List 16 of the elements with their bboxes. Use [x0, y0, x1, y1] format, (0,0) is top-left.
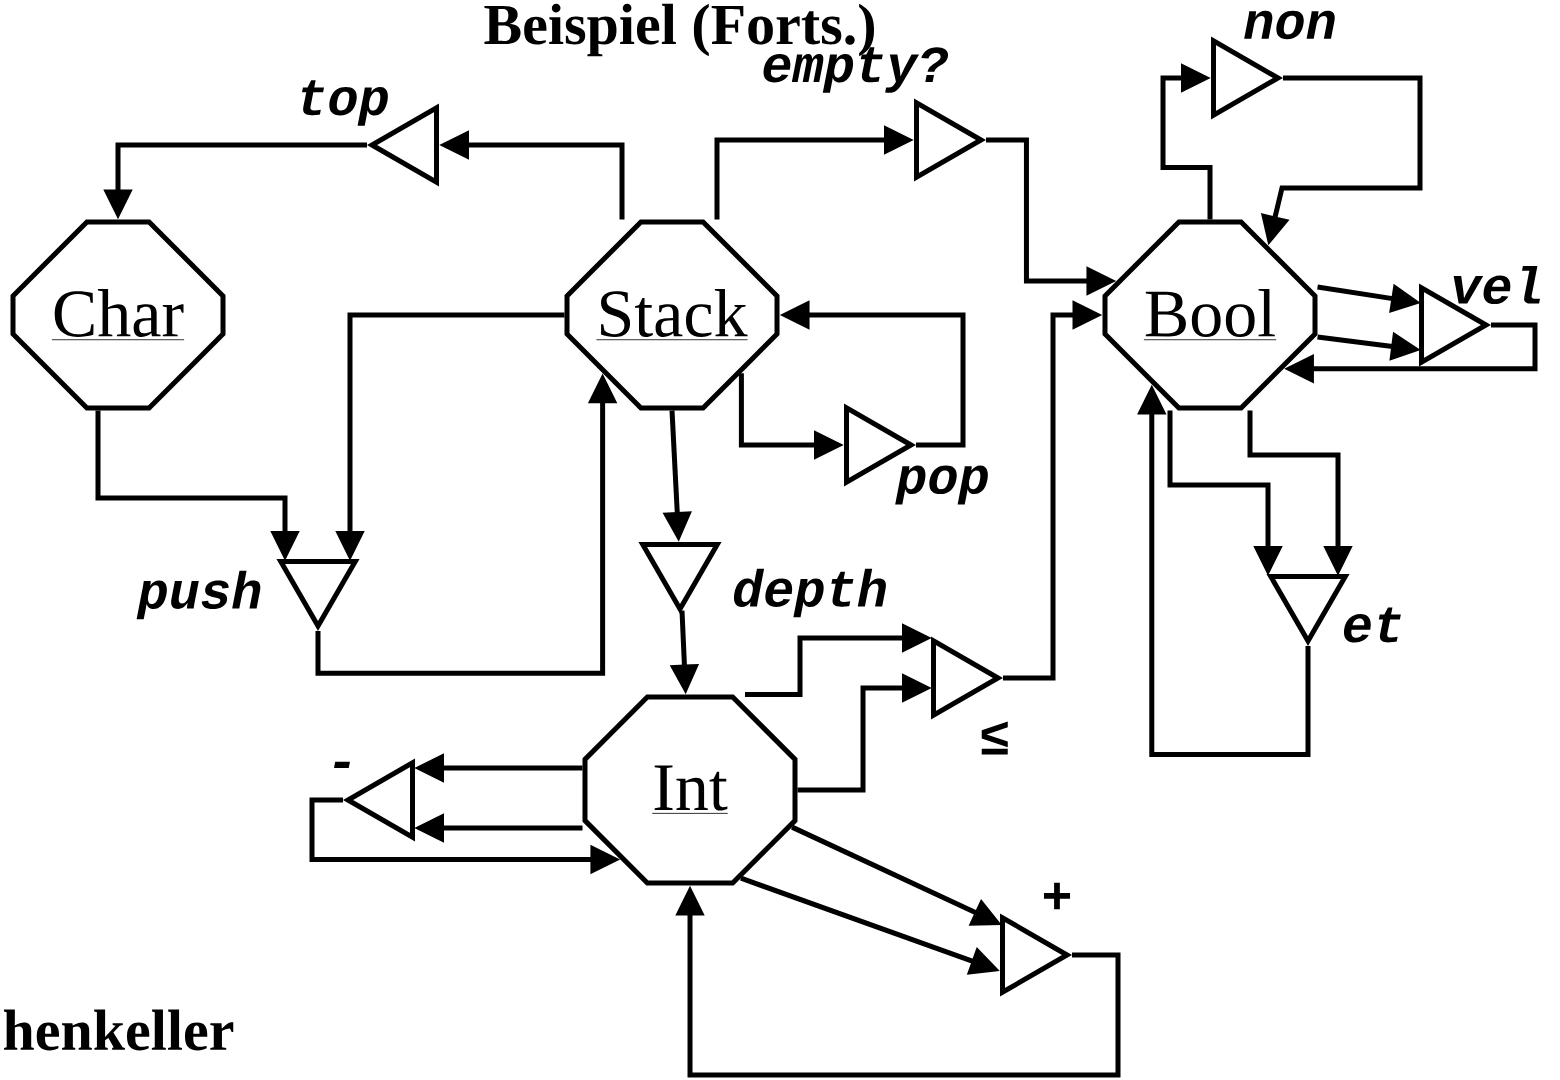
- octagon-node: Int: [582, 694, 798, 886]
- operation-label: depth: [733, 568, 886, 618]
- operation-label: vel: [1453, 265, 1540, 305]
- operation-label: push: [136, 570, 261, 620]
- operation-label: +: [1044, 882, 1071, 910]
- octagon-node: Stack: [564, 219, 780, 411]
- operation-label: non: [1244, 10, 1335, 40]
- operation-label: ≤: [981, 721, 1008, 755]
- octagon-node: Bool: [1102, 219, 1318, 411]
- operation-label: pop: [895, 465, 988, 505]
- operation-label: et: [1343, 607, 1401, 643]
- octagon-node: Char: [10, 219, 226, 411]
- heading: henkeller: [3, 1009, 234, 1051]
- operation-label: top: [302, 80, 388, 126]
- arrow: [1160, 63, 1213, 220]
- operation-label: -: [334, 761, 350, 768]
